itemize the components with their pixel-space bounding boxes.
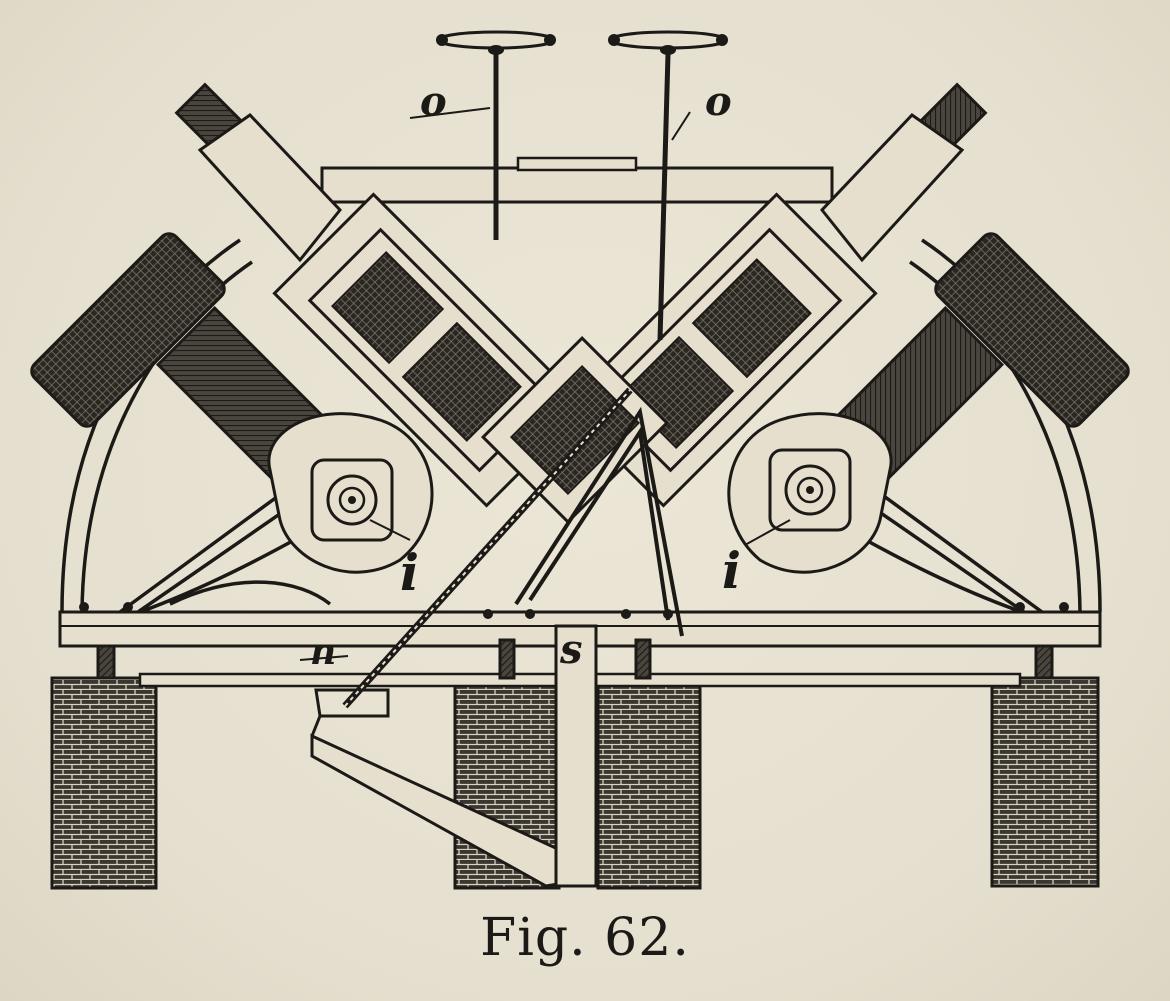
right-handwheel — [608, 30, 728, 341]
label-i-left: i — [400, 543, 419, 602]
triangular-bracket — [514, 406, 684, 637]
label-leaders — [299, 107, 791, 661]
label-i-right: i — [722, 541, 741, 600]
left-handwheel — [436, 30, 556, 240]
foundation-right — [990, 676, 1100, 888]
center-roll-frame — [480, 335, 670, 525]
feed-rod — [342, 387, 633, 709]
label-o-right: o — [705, 78, 732, 125]
label-o-left: o — [420, 78, 447, 125]
right-gear-housing — [727, 412, 893, 574]
base-beam — [58, 602, 1102, 888]
label-s: s — [560, 626, 583, 673]
foundation-left — [50, 676, 158, 890]
label-n: n — [310, 631, 337, 673]
left-gear-housing — [267, 412, 434, 574]
foundation-center-right — [596, 676, 702, 890]
top-cross-bar — [320, 156, 834, 204]
figure-caption: Fig. 62. — [480, 908, 690, 968]
